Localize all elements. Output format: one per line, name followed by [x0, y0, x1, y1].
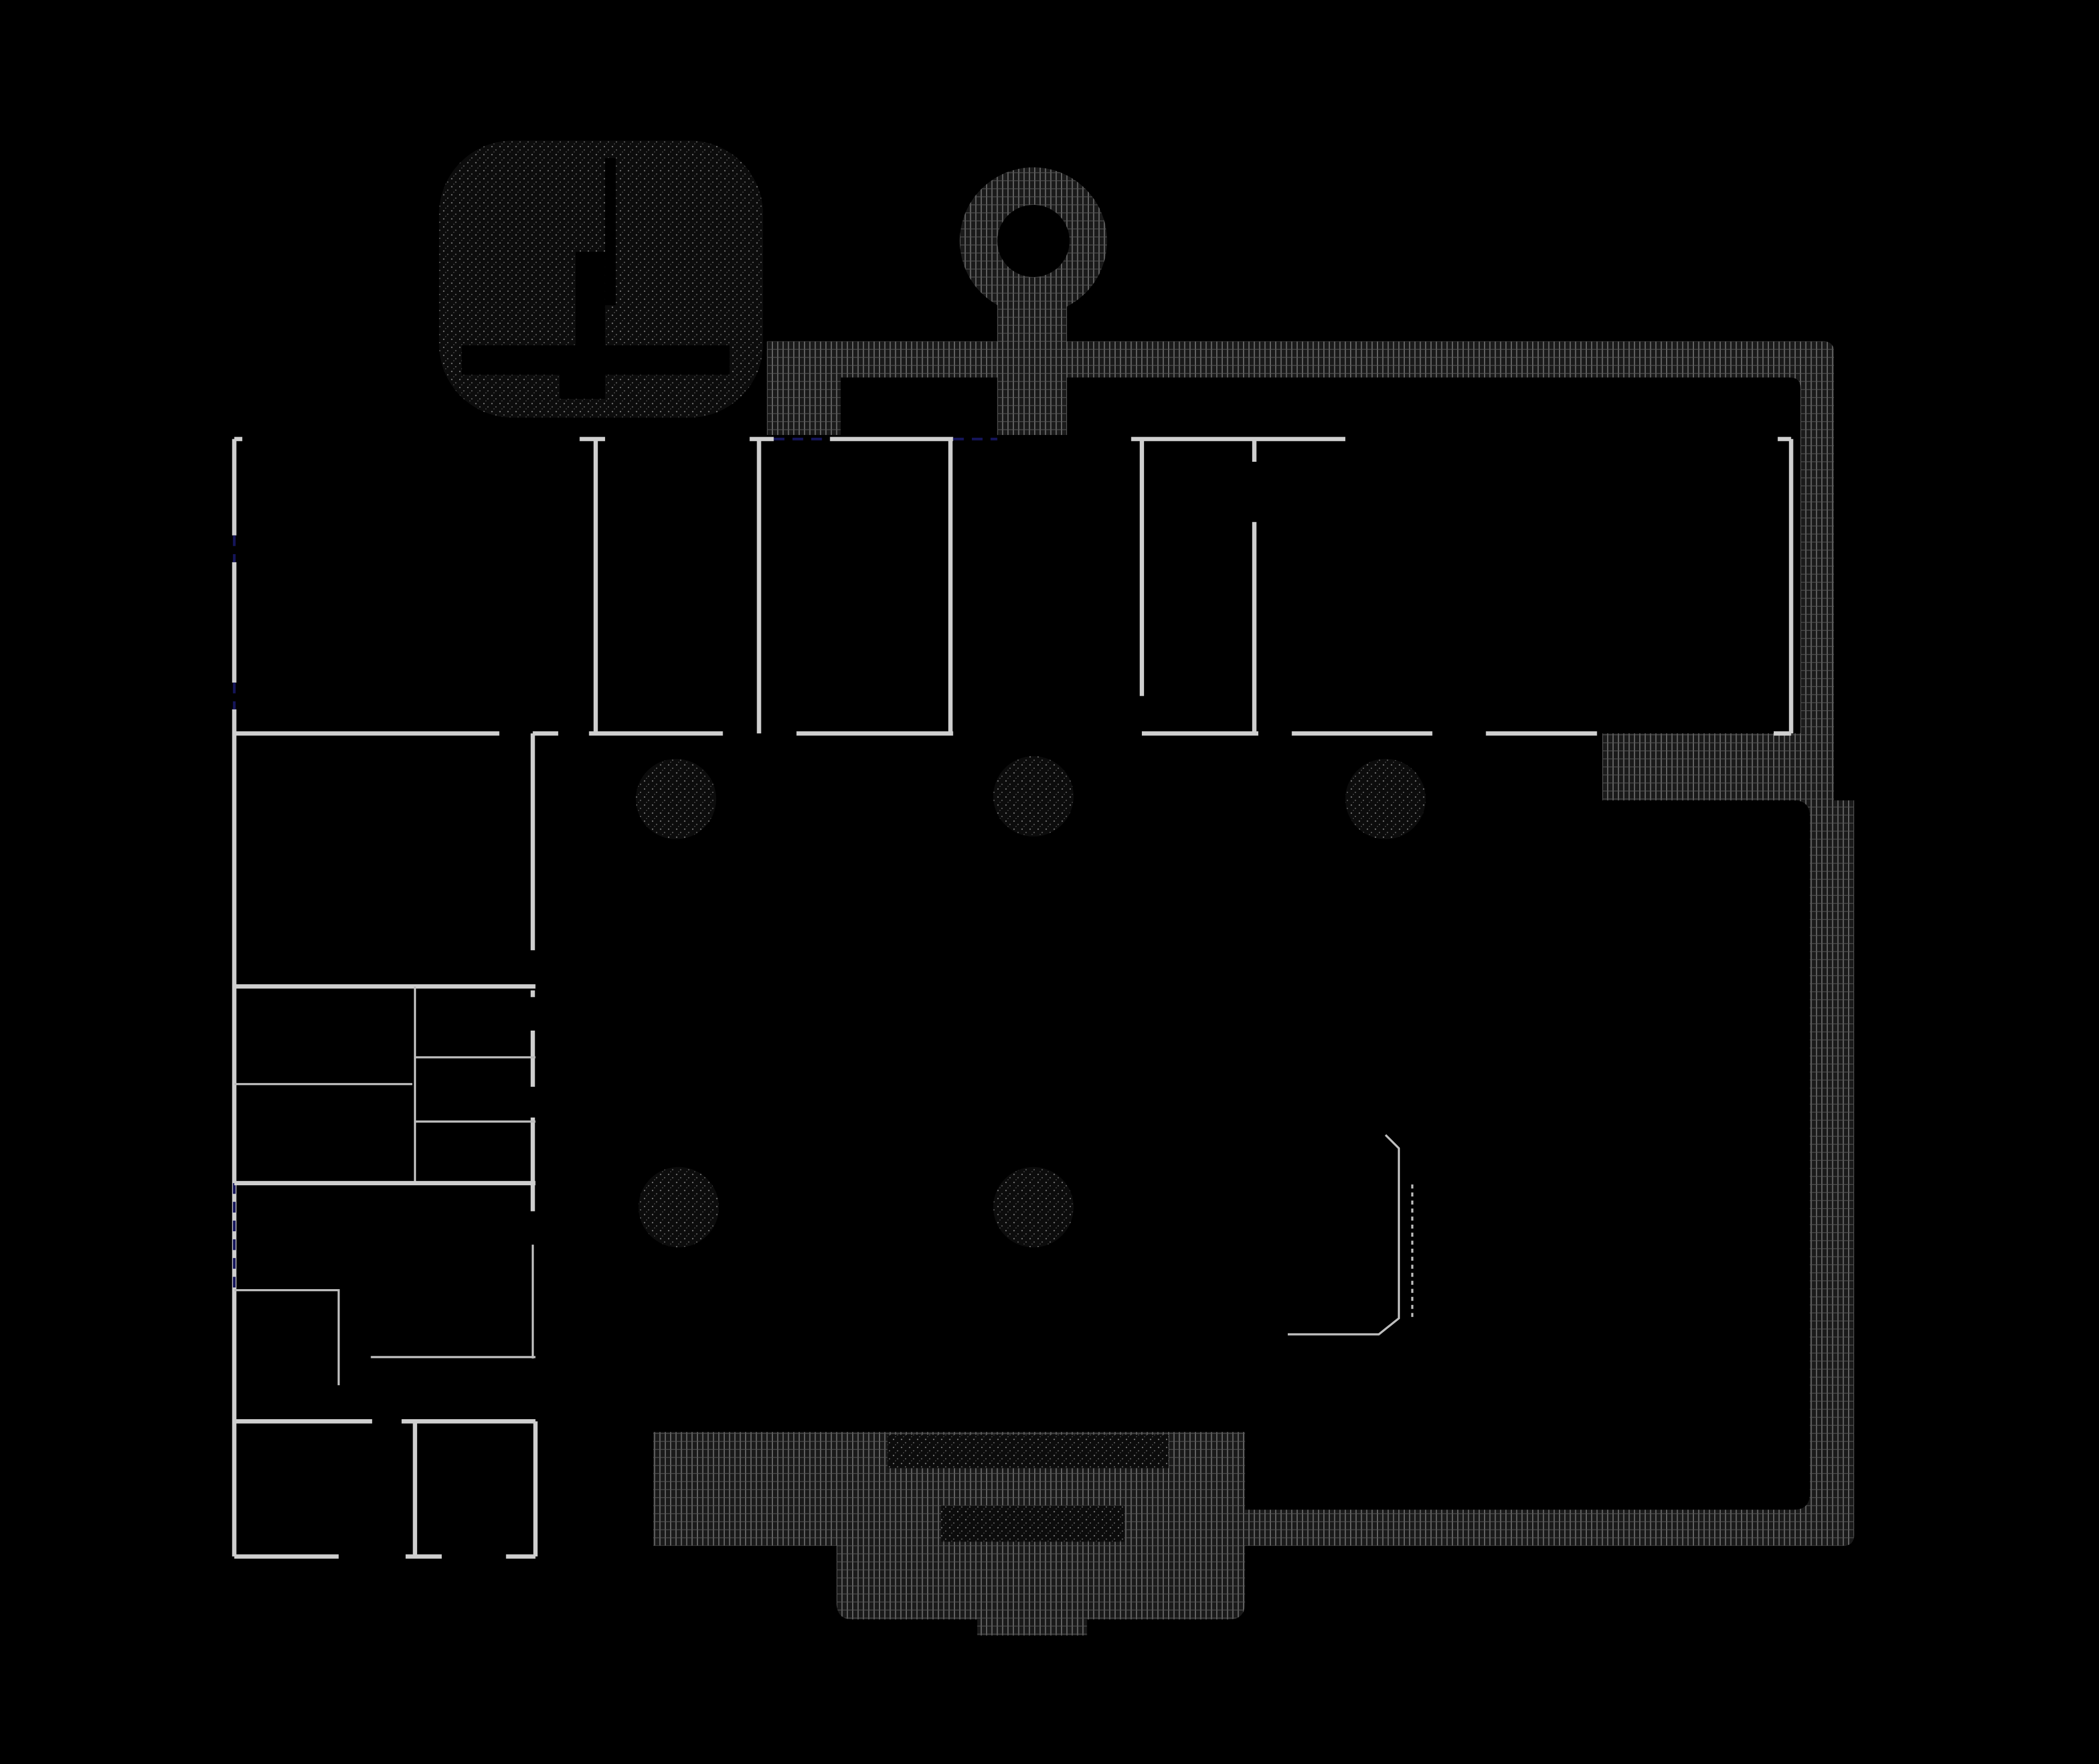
- keyhole-terrace-icon: [959, 167, 1107, 348]
- column-icon: [993, 1167, 1074, 1248]
- planter-bed: [941, 1506, 1125, 1542]
- column-icon: [636, 758, 717, 839]
- planter-icon: [439, 140, 763, 418]
- column-icon: [638, 1167, 719, 1248]
- planter-bed: [887, 1434, 1169, 1468]
- walls: [232, 437, 1793, 1559]
- terrace-band: [653, 341, 1854, 1636]
- column-icon: [993, 756, 1074, 837]
- column-icon: [1345, 758, 1426, 839]
